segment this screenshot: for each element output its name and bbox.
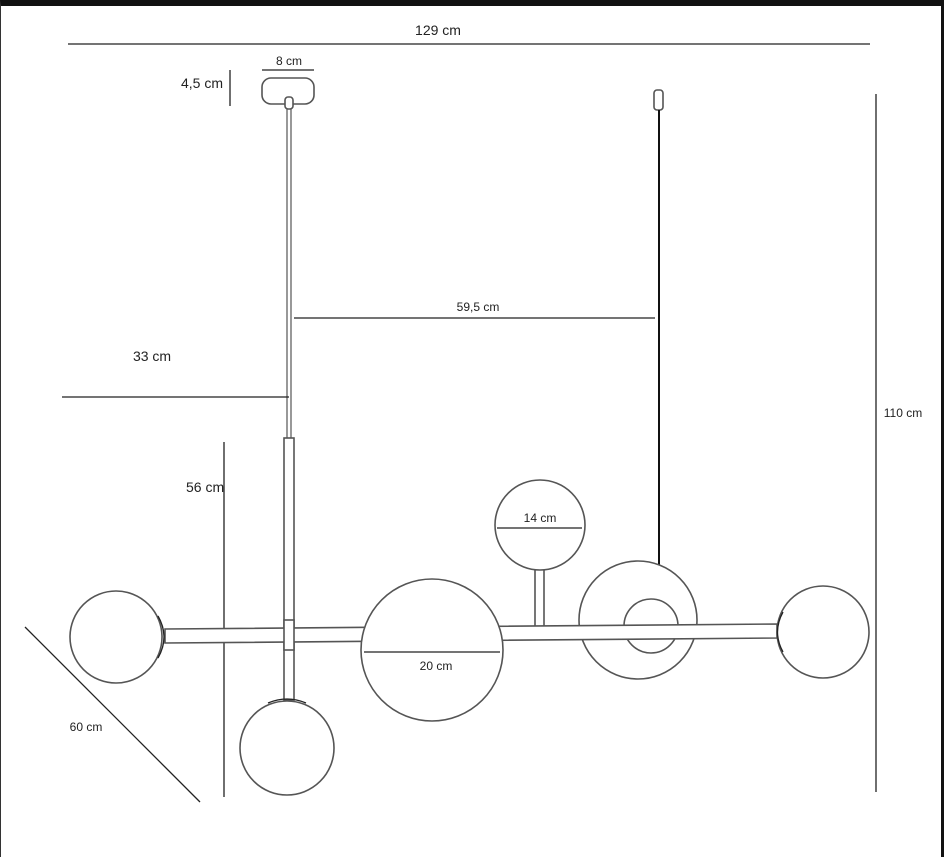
depth-label: 60 cm [70,720,103,734]
small-globe-stem [534,567,545,631]
rod-length-label: 56 cm [186,479,224,495]
canopy-height-label: 4,5 cm [181,75,223,91]
globe-large-center [360,578,504,722]
depth-line [24,626,201,803]
cable-length-label: 33 cm [133,348,171,364]
rod-junction [283,619,295,651]
right-cable-clamp [653,89,664,111]
globe-bottom [239,700,335,796]
canopy-clamp [284,96,294,110]
large-globe-diameter-label: 20 cm [420,659,453,673]
suspension-spacing-label: 59,5 cm [457,300,500,314]
left-rod [283,437,295,701]
globe-far-right [776,585,870,679]
canopy-width-label: 8 cm [276,54,302,68]
total-height-label: 110 cm [884,406,922,420]
globe-small-top [494,479,586,571]
small-globe-diameter-label: 14 cm [524,511,557,525]
total-width-label: 129 cm [415,22,461,38]
globe-far-left [69,590,163,684]
